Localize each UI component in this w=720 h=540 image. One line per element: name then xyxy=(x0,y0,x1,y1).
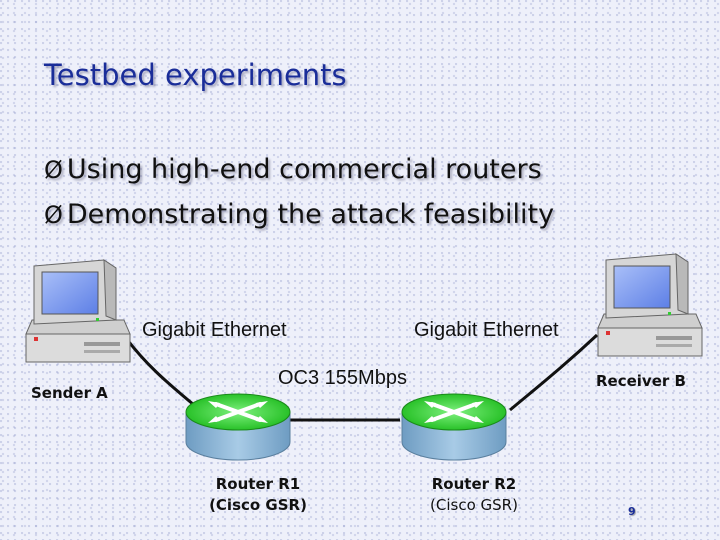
bullet-text: Demonstrating the attack feasibility xyxy=(66,199,555,230)
sender-label: Sender A xyxy=(31,384,108,402)
router-r2-label: Router R2 (Cisco GSR) xyxy=(414,474,534,516)
link-label-left: Gigabit Ethernet xyxy=(142,319,287,341)
computer-icon xyxy=(25,259,131,363)
slide-title: Testbed experiments xyxy=(44,58,347,92)
arrow-bullet-icon: Ø xyxy=(44,156,63,184)
router-r1-label: Router R1 (Cisco GSR) xyxy=(198,474,318,516)
router-icon xyxy=(401,393,507,461)
link-label-right: Gigabit Ethernet xyxy=(414,319,559,341)
link-label-core: OC3 155Mbps xyxy=(278,367,407,389)
computer-icon xyxy=(597,253,703,357)
router-name: Router R2 xyxy=(431,475,517,493)
router-name: Router R1 xyxy=(215,475,301,493)
bullet-text: Using high-end commercial routers xyxy=(66,154,542,185)
router-model: (Cisco GSR) xyxy=(430,496,518,514)
router-icon xyxy=(185,393,291,461)
link-left xyxy=(118,329,201,412)
link-right xyxy=(509,333,599,412)
page-number: 9 xyxy=(628,505,636,518)
router-model: (Cisco GSR) xyxy=(209,496,307,514)
receiver-label: Receiver B xyxy=(596,372,686,390)
arrow-bullet-icon: Ø xyxy=(44,201,63,229)
